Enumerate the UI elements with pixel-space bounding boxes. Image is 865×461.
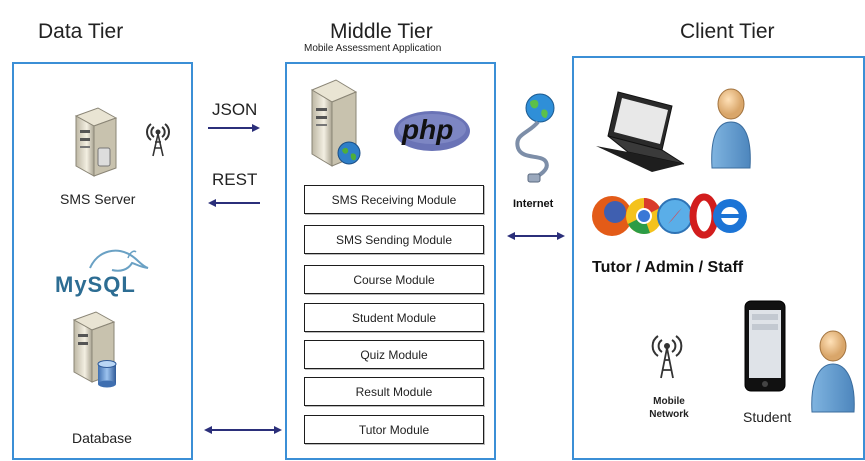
- module-student: Student Module: [304, 303, 484, 332]
- mysql-logo: MySQL: [55, 272, 136, 297]
- json-label: JSON: [212, 100, 258, 119]
- module-course: Course Module: [304, 265, 484, 294]
- php-logo-icon: [394, 111, 470, 151]
- mobile-network-label-line2: Network: [649, 409, 689, 420]
- module-sms-sending: SMS Sending Module: [304, 225, 484, 254]
- php-logo-text: php: [402, 114, 454, 145]
- client-users-label: Tutor / Admin / Staff: [592, 259, 744, 276]
- module-result: Result Module: [304, 377, 484, 406]
- browser-icons: [592, 193, 747, 239]
- server-icon: [74, 107, 118, 177]
- database-icon: [72, 311, 117, 388]
- database-label: Database: [72, 430, 132, 446]
- middle-tier-subtitle: Mobile Assessment Application: [304, 43, 442, 54]
- student-label: Student: [743, 409, 792, 425]
- antenna-icon: [146, 123, 170, 157]
- internet-arrow: [507, 232, 565, 240]
- data-tier-title: Data Tier: [38, 20, 124, 43]
- rest-label: REST: [212, 170, 258, 189]
- middle-tier-title: Middle Tier: [330, 20, 433, 43]
- mobile-network-antenna-icon: [651, 335, 683, 379]
- json-arrow: [208, 124, 260, 132]
- laptop-icon: [596, 91, 685, 172]
- sms-server-label: SMS Server: [60, 191, 136, 207]
- mobile-network-label-line1: Mobile: [653, 396, 685, 407]
- student-user-icon: [811, 330, 855, 413]
- mysql-dolphin-icon: [89, 249, 149, 272]
- user-icon: [711, 88, 751, 169]
- database-link-arrow: [204, 426, 282, 434]
- rest-arrow: [208, 199, 260, 207]
- module-tutor: Tutor Module: [304, 415, 484, 444]
- module-quiz: Quiz Module: [304, 340, 484, 369]
- globe-icon: [337, 141, 361, 165]
- internet-label: Internet: [513, 198, 554, 210]
- smartphone-icon: [744, 300, 786, 392]
- module-sms-receiving: SMS Receiving Module: [304, 185, 484, 214]
- client-tier-title: Client Tier: [680, 20, 775, 43]
- internet-globe-icon: [515, 93, 555, 183]
